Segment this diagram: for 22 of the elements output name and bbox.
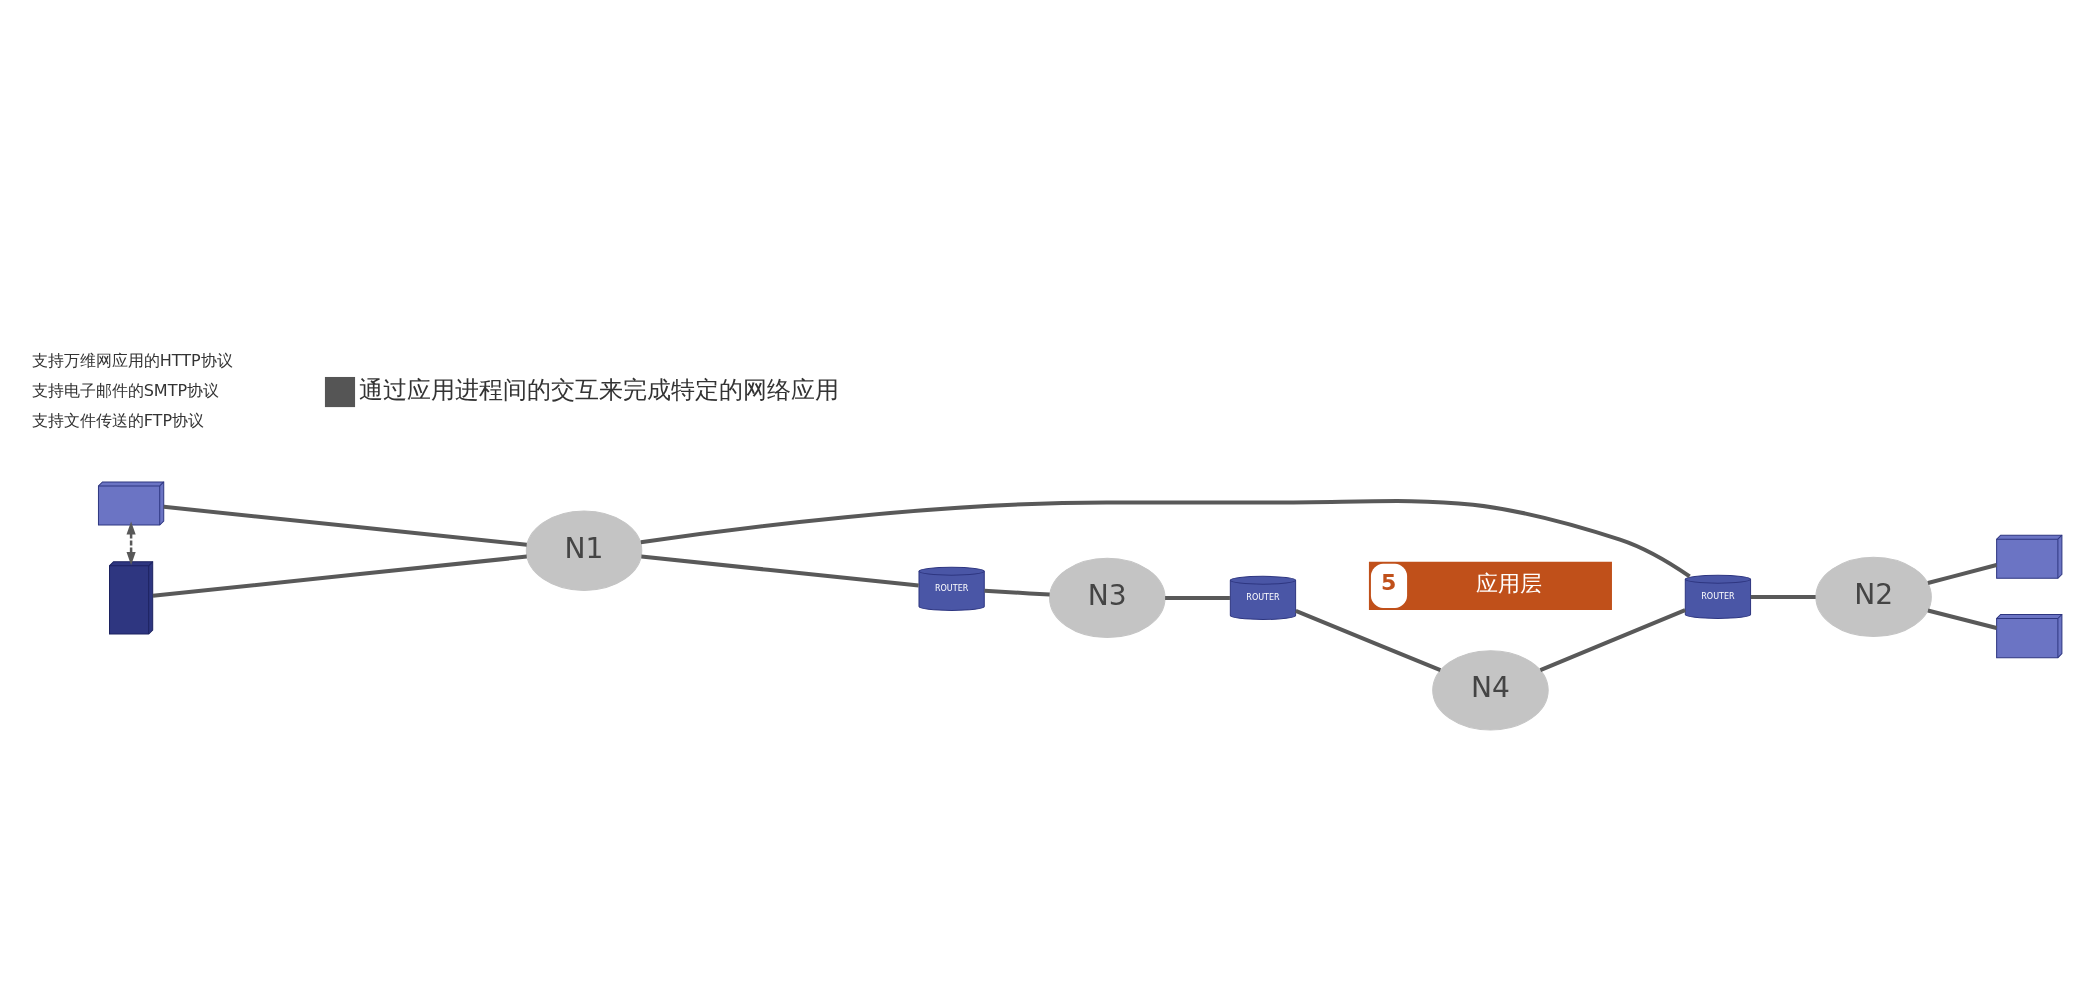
- connector: [640, 499, 1691, 579]
- label: 支持万维网应用的HTTP协议: [31, 350, 233, 370]
- node-ellipse: N3: [1049, 557, 1166, 639]
- connector: [152, 554, 527, 598]
- connector: [1539, 608, 1686, 672]
- connector: [1165, 595, 1230, 600]
- node-ellipse: N2: [1815, 556, 1932, 638]
- label: 5: [1380, 569, 1397, 596]
- connector: [641, 554, 919, 588]
- connector: [1750, 594, 1816, 599]
- label: 支持电子邮件的SMTP协议: [31, 380, 220, 400]
- connector: [1295, 609, 1442, 673]
- node-ellipse: N1: [525, 510, 643, 591]
- arrow: [126, 521, 136, 566]
- connector: [1927, 608, 1998, 630]
- connector: [163, 504, 527, 547]
- connector: [984, 588, 1050, 597]
- label: 通过应用进程间的交互来完成特定的网络应用: [359, 376, 840, 405]
- node-ellipse: N4: [1432, 650, 1549, 731]
- label: 支持文件传送的FTP协议: [31, 410, 205, 430]
- connector: [1927, 563, 1998, 585]
- label: 应用层: [1476, 570, 1543, 597]
